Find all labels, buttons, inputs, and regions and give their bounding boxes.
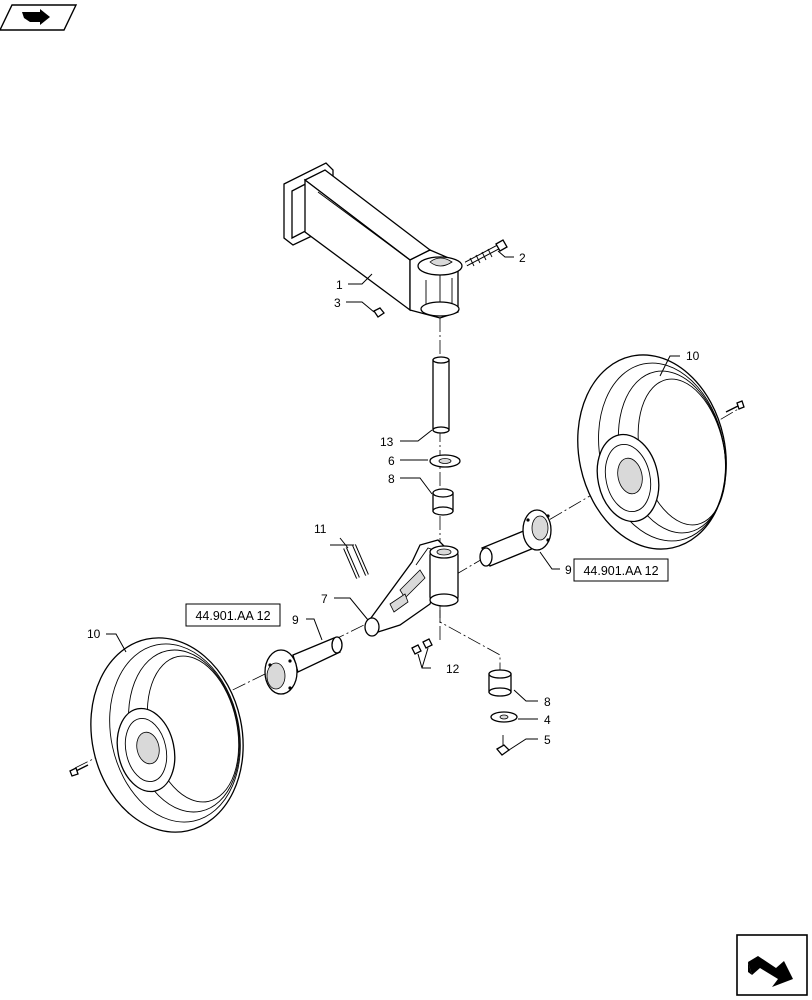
wheel-right bbox=[577, 354, 727, 550]
nuts-part-12 bbox=[411, 638, 433, 655]
label-7: 7 bbox=[321, 592, 328, 606]
item-labels: 1 2 3 4 5 6 7 8 8 9 9 10 10 11 12 13 bbox=[87, 251, 700, 747]
label-4: 4 bbox=[544, 713, 551, 727]
washer-part-6 bbox=[429, 454, 461, 468]
label-3: 3 bbox=[334, 296, 341, 310]
page-arrow-icon[interactable] bbox=[0, 4, 78, 31]
caster-fork bbox=[364, 539, 459, 637]
hub-axle-left bbox=[264, 636, 343, 695]
bushing-lower bbox=[488, 669, 512, 697]
label-6: 6 bbox=[388, 454, 395, 468]
pivot-pin bbox=[432, 356, 450, 434]
reference-right-text: 44.901.AA 12 bbox=[583, 564, 658, 578]
swivel-arm-tube bbox=[283, 162, 463, 319]
bolt-part-2 bbox=[464, 239, 508, 267]
label-1: 1 bbox=[336, 278, 343, 292]
label-5: 5 bbox=[544, 733, 551, 747]
lug-bolt-right bbox=[725, 400, 745, 413]
reference-left-text: 44.901.AA 12 bbox=[195, 609, 270, 623]
washer-part-4 bbox=[490, 711, 518, 723]
label-8-upper: 8 bbox=[388, 472, 395, 486]
label-12: 12 bbox=[446, 662, 460, 676]
bolt-part-5 bbox=[496, 735, 511, 756]
label-9-left: 9 bbox=[292, 613, 299, 627]
label-10-left: 10 bbox=[87, 627, 101, 641]
bushing-upper bbox=[432, 488, 454, 516]
lug-bolt-left bbox=[69, 764, 89, 777]
label-13: 13 bbox=[380, 435, 394, 449]
reference-box-left[interactable]: 44.901.AA 12 bbox=[185, 603, 281, 627]
wheel-left bbox=[90, 637, 244, 833]
nut-part-3 bbox=[373, 307, 385, 318]
label-9-right: 9 bbox=[565, 563, 572, 577]
reference-box-right[interactable]: 44.901.AA 12 bbox=[573, 558, 669, 582]
label-2: 2 bbox=[519, 251, 526, 265]
label-8-lower: 8 bbox=[544, 695, 551, 709]
next-page-arrow-icon[interactable] bbox=[736, 934, 808, 996]
stud-bolts bbox=[343, 544, 369, 579]
label-10-right: 10 bbox=[686, 349, 700, 363]
leader-lines bbox=[106, 250, 680, 751]
hub-axle-right bbox=[479, 509, 552, 567]
label-11: 11 bbox=[314, 522, 327, 536]
